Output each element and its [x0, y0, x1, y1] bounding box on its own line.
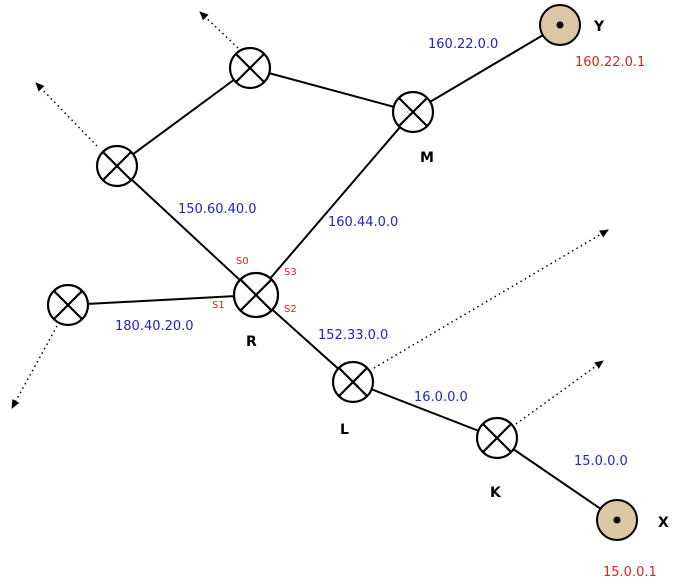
- dotted-arrow-l: [373, 229, 609, 369]
- node-label-x: X: [658, 515, 669, 531]
- network-label-180-40: 180.40.20.0: [115, 319, 194, 334]
- network-label-152-33: 152.33.0.0: [318, 328, 388, 343]
- network-label-150-60: 150.60.40.0: [178, 202, 257, 217]
- link-top-left-router-r: [116, 165, 257, 296]
- host-y: [539, 4, 581, 46]
- node-label-m: M: [420, 150, 434, 166]
- host-x-ip: 15.0.0.1: [603, 565, 657, 580]
- port-label-s1: S1: [212, 300, 225, 311]
- port-label-s0: S0: [236, 256, 249, 267]
- router-top: [228, 46, 272, 90]
- link-k-x: [496, 437, 618, 521]
- dotted-arrow-k: [515, 360, 604, 425]
- port-label-s3: S3: [284, 267, 297, 278]
- network-label-16: 16.0.0.0: [414, 390, 468, 405]
- network-label-160-44: 160.44.0.0: [328, 215, 398, 230]
- router-left: [46, 283, 90, 327]
- node-label-k: K: [490, 485, 502, 501]
- port-label-s2: S2: [284, 304, 297, 315]
- router-l: [331, 360, 375, 404]
- link-l-k: [352, 381, 498, 439]
- node-label-r: R: [246, 334, 257, 350]
- node-label-l: L: [340, 422, 349, 438]
- links: [67, 24, 618, 521]
- host-x: [596, 499, 638, 541]
- link-m-r: [255, 111, 414, 296]
- router-m: [391, 90, 435, 134]
- router-top-left: [95, 144, 139, 188]
- dotted-arrow-left-router: [11, 325, 58, 409]
- router-r: [232, 271, 280, 319]
- link-top-router-m: [249, 67, 414, 113]
- dotted-arrows: [11, 11, 609, 425]
- dotted-arrow-top-left-router: [35, 82, 98, 147]
- link-top-left-router-top-router: [116, 67, 251, 167]
- node-label-y: Y: [593, 19, 605, 35]
- dotted-arrow-top-router: [199, 11, 239, 49]
- link-left-router-r: [67, 294, 257, 306]
- link-m-y: [412, 24, 561, 113]
- host-y-ip: 160.22.0.1: [575, 55, 645, 70]
- router-k: [475, 416, 519, 460]
- network-label-15: 15.0.0.0: [574, 454, 628, 469]
- network-label-160-22: 160.22.0.0: [428, 37, 498, 52]
